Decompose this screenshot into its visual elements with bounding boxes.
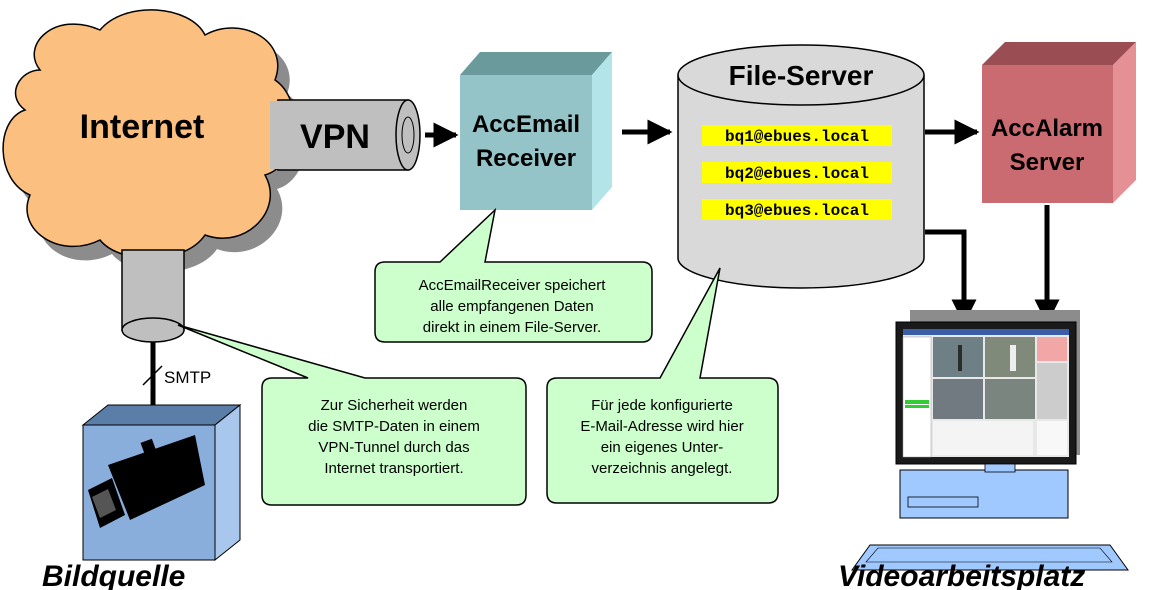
mailbox-item-1: bq1@ebues.local <box>725 128 869 146</box>
monitor-screen <box>902 329 1069 458</box>
callout-fileserver-line4: verzeichnis angelegt. <box>592 460 733 477</box>
callout-fileserver-line1: Für jede konfigurierte <box>591 397 733 414</box>
tunnel-body <box>277 99 409 171</box>
callout-receiver: AccEmailReceiver speichert alle empfange… <box>374 207 653 343</box>
tunnel-label: VPN <box>300 118 370 156</box>
callout-vpn-line2: die SMTP-Daten in einem <box>308 418 480 435</box>
vpn-tunnel: VPN <box>270 99 421 171</box>
callout-fileserver-line2: E-Mail-Adresse wird hier <box>580 418 743 435</box>
receiver-cube: AccEmail Receiver <box>460 52 612 210</box>
fileserver-top <box>677 44 925 106</box>
keyboard <box>851 544 1129 571</box>
alarm-label-line2: Server <box>1010 149 1085 176</box>
workstation-computer <box>851 310 1129 571</box>
fileserver-cylinder: File-Server bq1@ebues.local bq2@ebues.lo… <box>677 44 925 289</box>
camera-box <box>81 403 242 562</box>
tunnel-end <box>395 99 421 171</box>
callout-vpn-line1: Zur Sicherheit werden <box>321 397 468 414</box>
mailbox-highlight-3 <box>702 199 892 220</box>
receiver-label-line2: Receiver <box>476 145 576 172</box>
callout-receiver-line3: direkt in einem File-Server. <box>423 319 601 336</box>
mailbox-item-3: bq3@ebues.local <box>725 202 869 220</box>
mailbox-item-2: bq2@ebues.local <box>725 165 869 183</box>
callout-receiver-line1: AccEmailReceiver speichert <box>419 277 607 294</box>
camera-icon <box>88 435 205 528</box>
cloud-body <box>2 9 296 259</box>
internet-link-cylinder <box>121 249 185 343</box>
caption-videoarbeitsplatz: Videoarbeitsplatz <box>838 560 1085 590</box>
receiver-label-line1: AccEmail <box>472 111 580 138</box>
arrow-fileserver-to-workstation <box>925 229 977 325</box>
callout-fileserver-line3: ein eigenes Unter- <box>601 439 724 456</box>
alarm-cube: AccAlarm Server <box>982 42 1136 203</box>
mailbox-highlight-1 <box>702 125 892 146</box>
callout-fileserver: Für jede konfigurierte E-Mail-Adresse wi… <box>546 267 779 504</box>
callout-vpn: Zur Sicherheit werden die SMTP-Daten in … <box>177 324 527 506</box>
mailbox-highlight-2 <box>702 162 892 183</box>
smtp-label: SMTP <box>164 368 211 387</box>
internet-cloud: Internet <box>2 9 307 273</box>
caption-bildquelle: Bildquelle <box>42 560 185 590</box>
computer-base <box>899 469 1069 519</box>
smtp-slash <box>142 365 163 386</box>
cloud-label: Internet <box>80 108 205 146</box>
alarm-label-line1: AccAlarm <box>991 115 1103 142</box>
callout-vpn-line4: Internet transportiert. <box>324 460 463 477</box>
callout-vpn-line3: VPN-Tunnel durch das <box>318 439 469 456</box>
fileserver-title: File-Server <box>729 60 874 91</box>
callout-receiver-line2: alle empfangenen Daten <box>430 298 593 315</box>
